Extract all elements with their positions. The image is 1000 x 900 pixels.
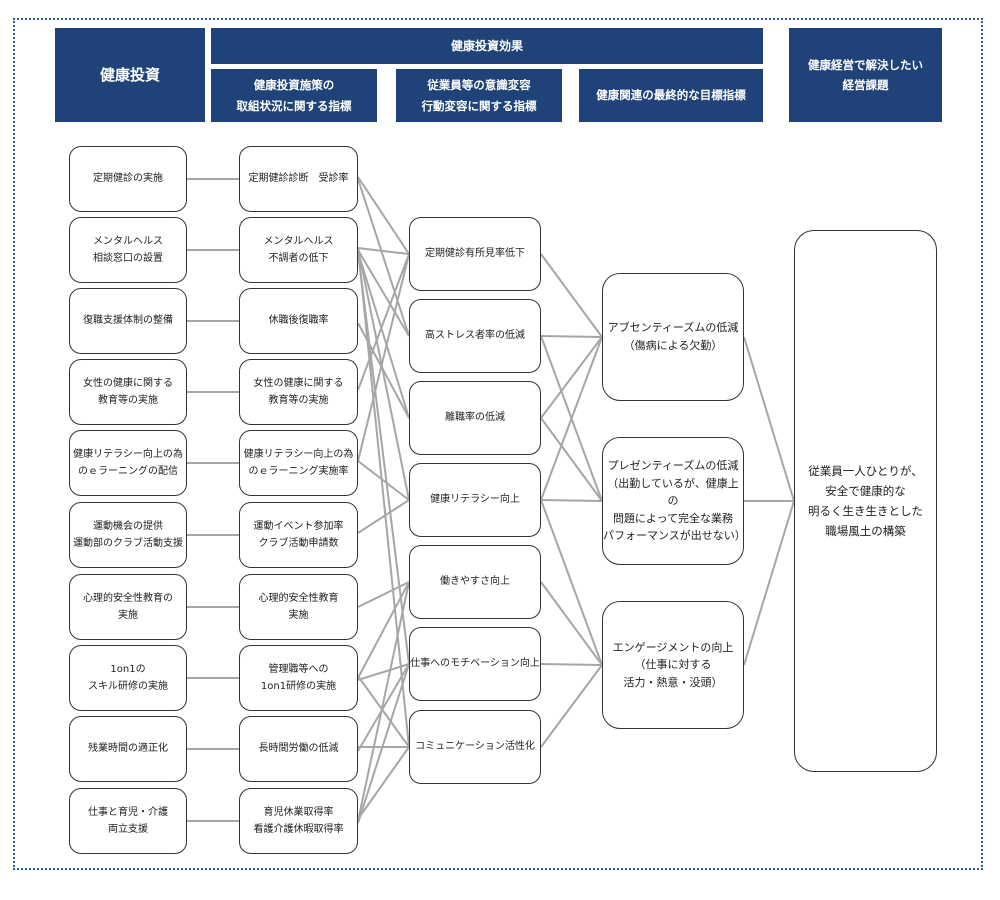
measure-indicator-item: 女性の健康に関する 教育等の実施 [239,359,358,425]
awareness-indicator-item: 離職率の低減 [409,381,541,455]
header-management-issue: 健康経営で解決したい 経営課題 [789,28,942,122]
awareness-indicator-item: 高ストレス者率の低減 [409,299,541,373]
measure-indicator-item: 長時間労働の低減 [239,716,358,782]
investment-item: 女性の健康に関する 教育等の実施 [69,359,187,425]
investment-item: 復職支援体制の整備 [69,288,187,354]
awareness-indicator-item: コミュニケーション活性化 [409,710,541,784]
awareness-indicator-item: 定期健診有所見率低下 [409,217,541,291]
diagram-frame [13,18,983,870]
header-investment: 健康投資 [55,28,205,122]
investment-item: 健康リテラシー向上の為 のｅラーニングの配信 [69,430,187,496]
header-measures-indicators: 健康投資施策の 取組状況に関する指標 [211,69,377,122]
measure-indicator-item: 心理的安全性教育 実施 [239,574,358,640]
awareness-indicator-item: 健康リテラシー向上 [409,463,541,537]
measure-indicator-item: 運動イベント参加率 クラブ活動申請数 [239,502,358,568]
measure-indicator-item: 管理職等への 1on1研修の実施 [239,645,358,711]
management-goal: 従業員一人ひとりが、 安全で健康的な 明るく生き生きとした 職場風土の構築 [794,230,937,772]
investment-item: 運動機会の提供 運動部のクラブ活動支援 [69,502,187,568]
investment-item: 1on1の スキル研修の実施 [69,645,187,711]
investment-item: メンタルヘルス 相談窓口の設置 [69,217,187,283]
final-target-presenteeism: プレゼンティーズムの低減 （出勤しているが、健康上の 問題によって完全な業務 パ… [602,437,746,565]
awareness-indicator-item: 仕事へのモチベーション向上 [409,627,541,701]
header-final-target-indicators: 健康関連の最終的な目標指標 [579,69,763,122]
final-target-absenteeism: アブセンティーズムの低減 （傷病による欠勤） [602,273,744,401]
header-effect: 健康投資効果 [211,28,763,64]
awareness-indicator-item: 働きやすさ向上 [409,545,541,619]
investment-item: 定期健診の実施 [69,146,187,212]
header-awareness-indicators: 従業員等の意識変容 行動変容に関する指標 [396,69,562,122]
final-target-engagement: エンゲージメントの向上 （仕事に対する 活力・熱意・没頭） [602,601,744,729]
investment-item: 残業時間の適正化 [69,716,187,782]
investment-item: 心理的安全性教育の 実施 [69,574,187,640]
measure-indicator-item: 育児休業取得率 看護介護休暇取得率 [239,788,358,854]
measure-indicator-item: 定期健診診断 受診率 [239,146,358,212]
measure-indicator-item: 健康リテラシー向上の為 のｅラーニング実施率 [239,430,358,496]
measure-indicator-item: 休職後復職率 [239,288,358,354]
measure-indicator-item: メンタルヘルス 不調者の低下 [239,217,358,283]
investment-item: 仕事と育児・介護 両立支援 [69,788,187,854]
